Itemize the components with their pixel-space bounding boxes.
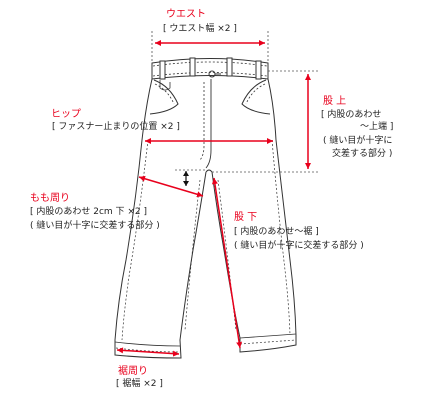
guide-lines — [151, 31, 320, 173]
measurement-arrows — [116, 40, 311, 357]
thigh-line-1: [ 内股のあわせ 2cm 下 ×2 ] — [30, 207, 148, 217]
hem-title: 裾周り — [118, 366, 148, 377]
hip-title: ヒップ — [51, 109, 81, 120]
rise-line-4: 交差する部分 ) — [332, 149, 393, 159]
thigh-line-2: ( 縫い目が十字に交差する部分 ) — [30, 221, 160, 231]
button — [208, 70, 216, 78]
thigh-title: もも周り — [30, 193, 70, 204]
left-leg — [114, 78, 207, 359]
hem-detail: [ 裾幅 ×2 ] — [116, 379, 163, 389]
rise-line-2: ～上端 ] — [360, 122, 394, 132]
hip-detail: [ ファスナー止まりの位置 ×2 ] — [52, 122, 180, 132]
hem-arrow — [116, 347, 180, 357]
inseam-arrow — [211, 177, 243, 349]
waist-title: ウエスト — [166, 9, 206, 20]
rise-title: 股 上 — [323, 96, 347, 107]
rise-line-1: [ 内股のあわせ — [321, 110, 382, 120]
rise-line-3: ( 縫い目が十字に — [323, 136, 393, 146]
inseam-title: 股 下 — [234, 212, 258, 223]
thigh-arrow — [138, 175, 204, 198]
waist-detail: [ ウエスト幅 ×2 ] — [163, 24, 237, 34]
inseam-line-2: ( 縫い目が十字に交差する部分 ) — [234, 241, 364, 251]
inseam-line-1: [ 内股のあわせ～裾 ] — [234, 227, 319, 237]
